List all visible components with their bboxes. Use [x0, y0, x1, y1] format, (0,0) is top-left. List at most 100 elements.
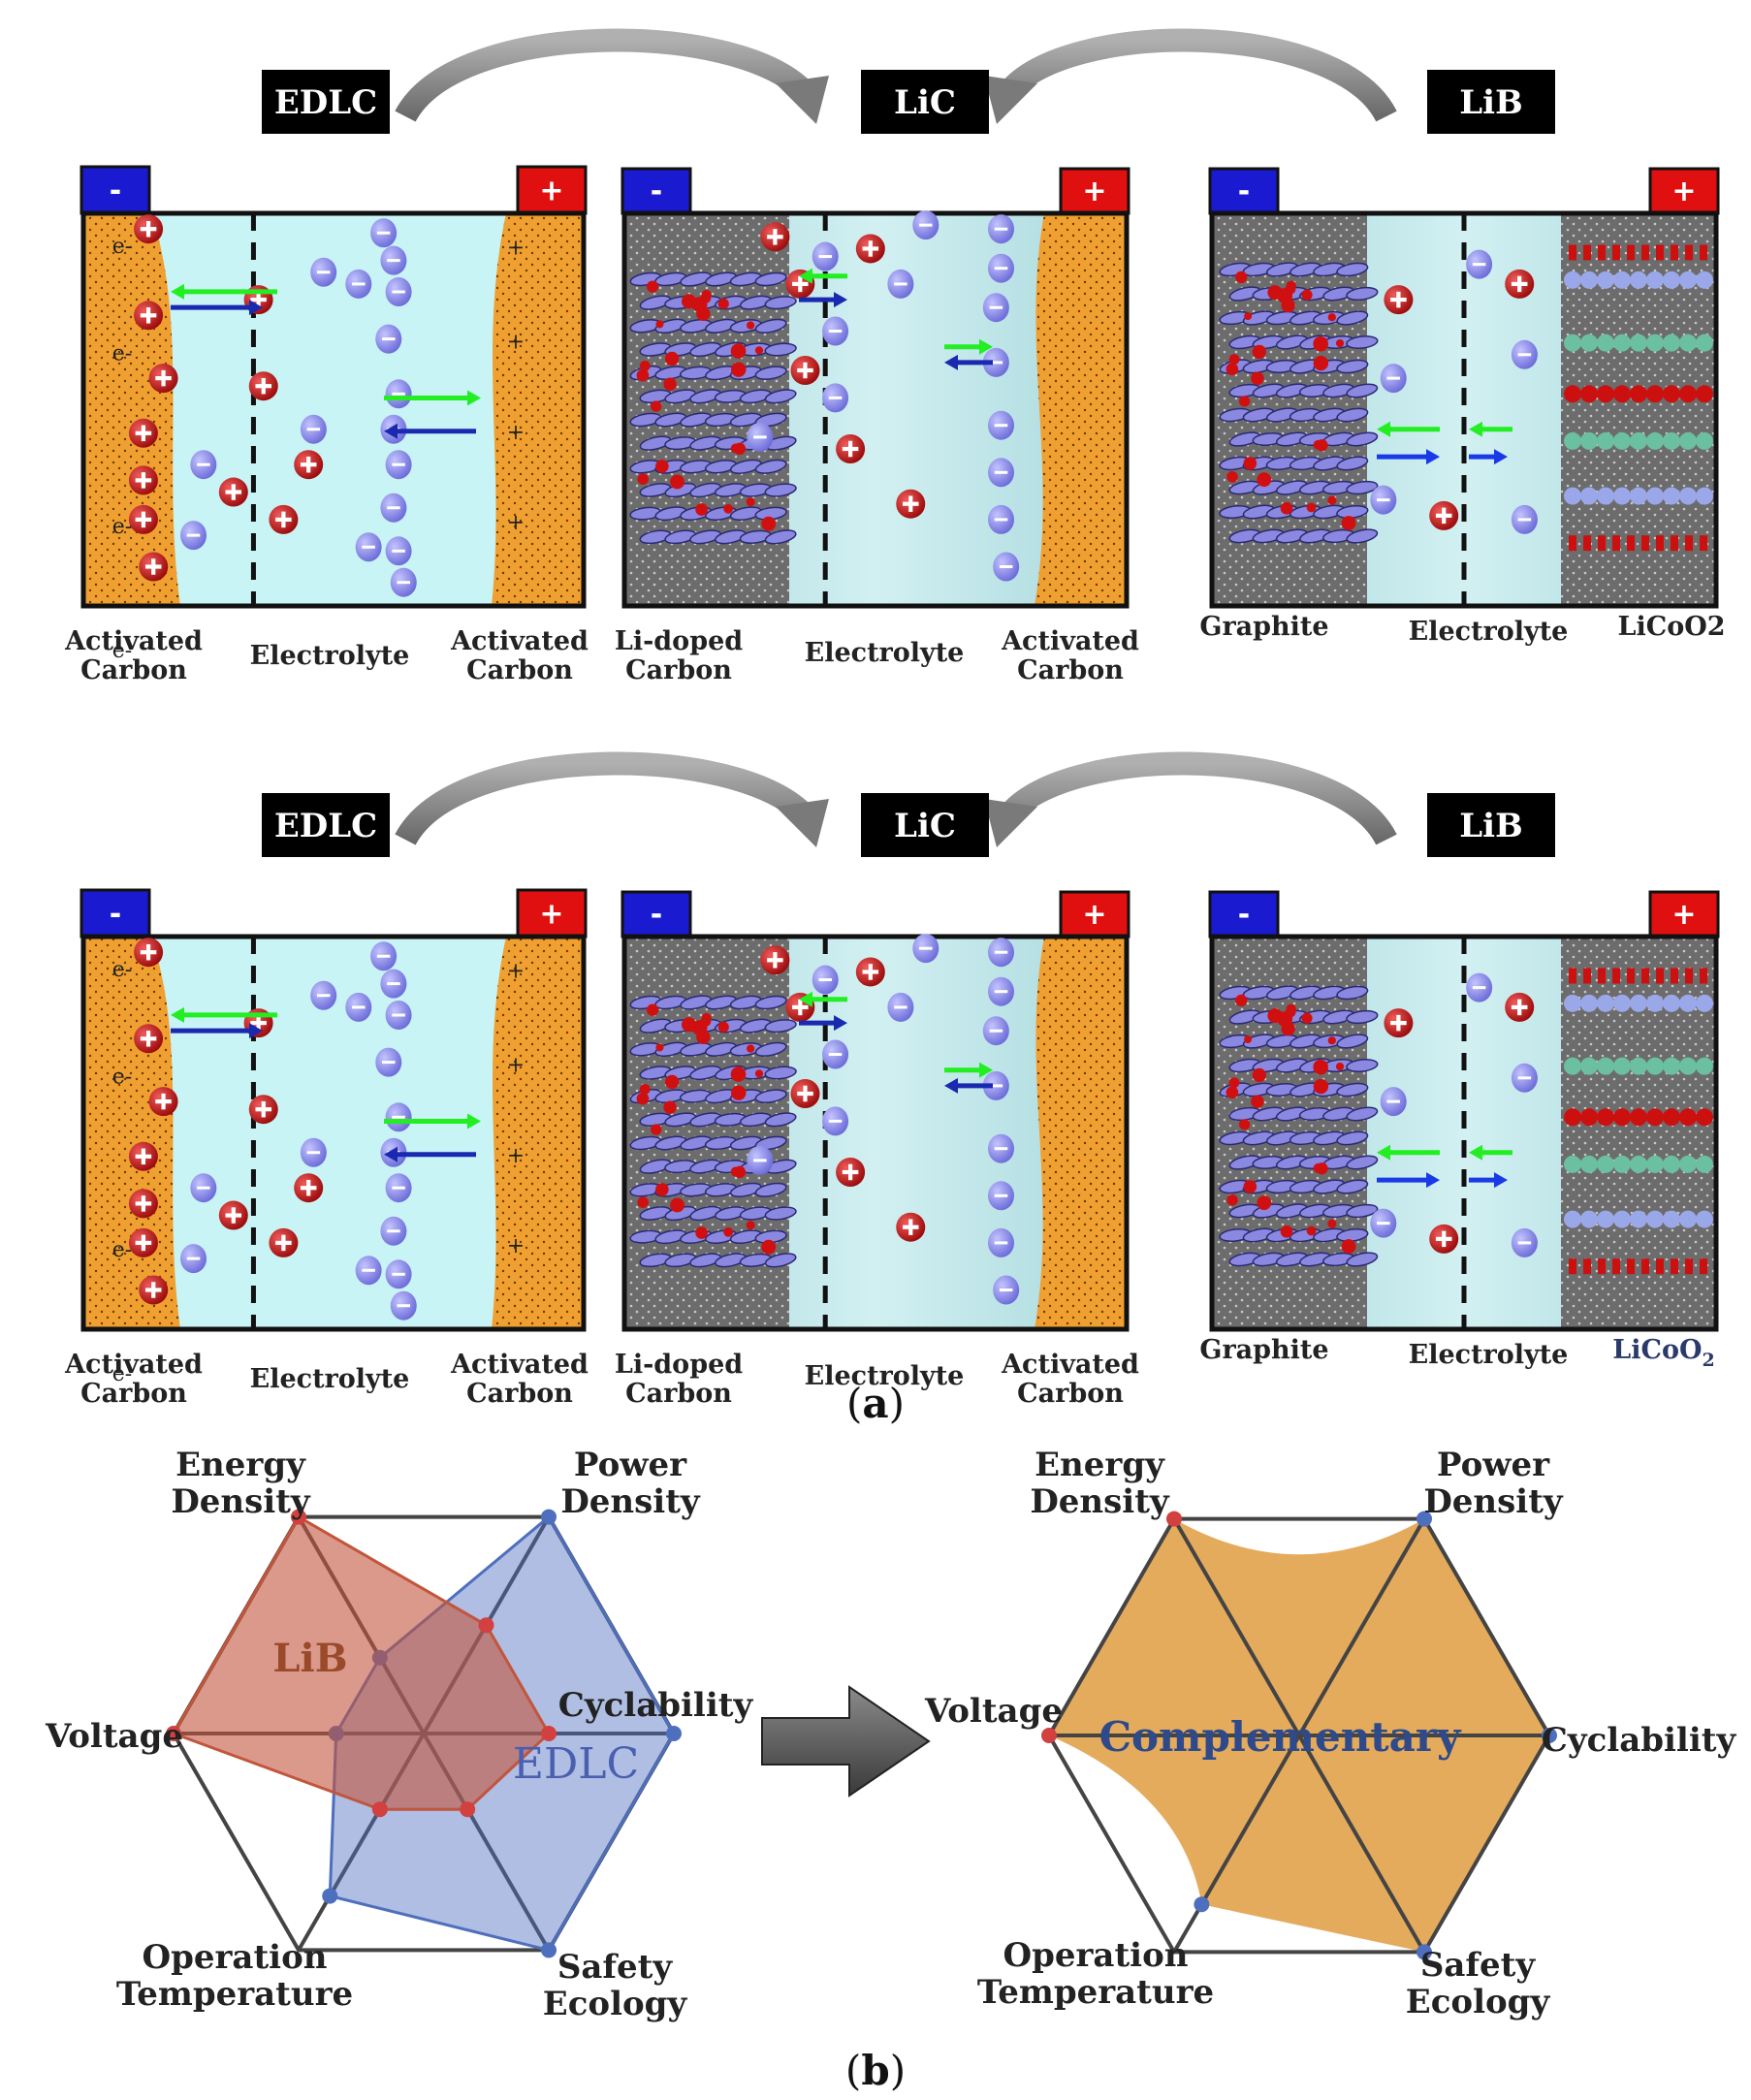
- lattice-atom: [1696, 1057, 1713, 1075]
- graphite-flake: [1336, 407, 1369, 423]
- cation-icon: [790, 356, 820, 385]
- lattice-li-site: [1641, 968, 1649, 984]
- lattice-atom: [1679, 487, 1697, 505]
- lattice-atom: [1679, 334, 1697, 352]
- li-dot: [637, 473, 649, 486]
- cation-plus-v: [141, 511, 146, 528]
- arrow-green: [1469, 1144, 1512, 1161]
- device-tag-lib: LiB: [1427, 793, 1555, 857]
- anion-minus: [1517, 518, 1532, 522]
- anion-minus: [392, 549, 405, 553]
- electron-label-line: e-: [112, 235, 132, 259]
- surface-charge-plus-line: +: [507, 1144, 525, 1168]
- anion-icon: [180, 1244, 207, 1274]
- cation-icon: [148, 364, 178, 394]
- anion-icon: [380, 493, 407, 523]
- axis-label-cyclability-line: Cyclability: [558, 1686, 754, 1725]
- device-tag-box: [861, 70, 989, 134]
- curved-arrow-right-head: [984, 799, 1037, 847]
- arrow-green: [799, 991, 847, 1007]
- anion-minus: [362, 545, 375, 549]
- arrow-green-head: [467, 390, 481, 406]
- graphite-flake: [1346, 383, 1379, 398]
- lattice-atom: [1580, 1155, 1598, 1173]
- anion-minus: [186, 1257, 201, 1260]
- cation-plus-v: [161, 1093, 166, 1110]
- lattice-li-site: [1700, 244, 1707, 261]
- li-dot: [670, 1197, 684, 1213]
- anion-minus: [197, 1186, 210, 1190]
- arrow-green-head: [799, 991, 812, 1007]
- anion-minus: [392, 462, 405, 466]
- anion-minus: [316, 270, 331, 274]
- lattice-li-site: [1612, 1258, 1620, 1275]
- graphite-flake: [689, 1065, 722, 1081]
- anion-icon: [1466, 972, 1493, 1002]
- axis-label-cyclability: Cyclability: [558, 1686, 754, 1725]
- lattice-atom: [1564, 1155, 1581, 1173]
- anion-icon: [988, 976, 1014, 1006]
- li-dot: [1327, 1036, 1336, 1045]
- anion-icon: [385, 1102, 412, 1132]
- cation-icon: [836, 434, 866, 463]
- graphite-flake: [754, 366, 787, 380]
- electron-label-line: e-: [112, 515, 132, 539]
- negative-terminal-box: [1208, 890, 1280, 939]
- negative-terminal: -: [80, 165, 151, 215]
- lattice-atom: [1663, 1057, 1680, 1075]
- anion-icon: [982, 1016, 1009, 1046]
- anion-minus: [1377, 1222, 1390, 1225]
- licoo2-lattice: [1564, 968, 1713, 1275]
- graphite-flake: [1346, 431, 1379, 447]
- lattice-atom: [1663, 1108, 1680, 1127]
- anion-minus: [818, 255, 832, 259]
- anion-icon: [375, 324, 402, 354]
- cation-icon: [855, 957, 885, 987]
- arrow-blue-head: [1426, 1172, 1440, 1189]
- lattice-atom: [1630, 431, 1647, 450]
- graphite-flake: [1346, 286, 1379, 302]
- series-label-lib-line: LiB: [272, 1636, 347, 1681]
- curved-arrow-right: [999, 28, 1397, 123]
- anion-icon: [355, 1256, 382, 1286]
- lattice-atom: [1580, 334, 1598, 352]
- li-dot: [663, 1100, 677, 1115]
- anion-icon: [912, 210, 939, 240]
- graphite-flake: [1336, 310, 1369, 326]
- cation-plus-v: [261, 377, 266, 395]
- li-dot: [1301, 1012, 1313, 1024]
- li-dot: [1243, 1180, 1258, 1193]
- graphite-flake: [764, 1206, 797, 1221]
- lattice-atom: [1580, 1057, 1598, 1075]
- li-dot: [663, 377, 677, 392]
- arrow-green: [1469, 421, 1512, 437]
- li-dot: [1228, 354, 1240, 366]
- anion-minus: [197, 462, 210, 466]
- anion-minus: [828, 330, 843, 333]
- li-dot: [717, 1021, 729, 1033]
- li-dot: [1257, 472, 1272, 488]
- label-li-doped-carbon-line: Li-doped: [615, 626, 743, 656]
- li-dot: [696, 1030, 711, 1044]
- label-activated-carbon-right-line: Activated: [450, 626, 589, 656]
- lattice-atom: [1580, 487, 1598, 505]
- li-dot: [655, 1183, 669, 1196]
- positive-terminal-sign: +: [1671, 175, 1696, 208]
- cation-icon: [139, 552, 169, 582]
- series-label-edlc-line: EDLC: [513, 1739, 639, 1789]
- lattice-atom: [1663, 994, 1680, 1012]
- surface-charge-plus: +: [507, 421, 525, 445]
- cation-plus-v: [803, 362, 808, 379]
- lattice-atom: [1646, 994, 1664, 1012]
- series-lib-point: [541, 1726, 557, 1741]
- anion-icon: [300, 1137, 327, 1167]
- lattice-li-site: [1583, 244, 1591, 261]
- arrow-green-head: [171, 283, 184, 300]
- lattice-li-site: [1671, 968, 1678, 984]
- li-dot: [1327, 313, 1336, 322]
- axis-label-operation-temperature-line: Operation: [1003, 1936, 1189, 1975]
- arrow-green: [171, 1006, 277, 1023]
